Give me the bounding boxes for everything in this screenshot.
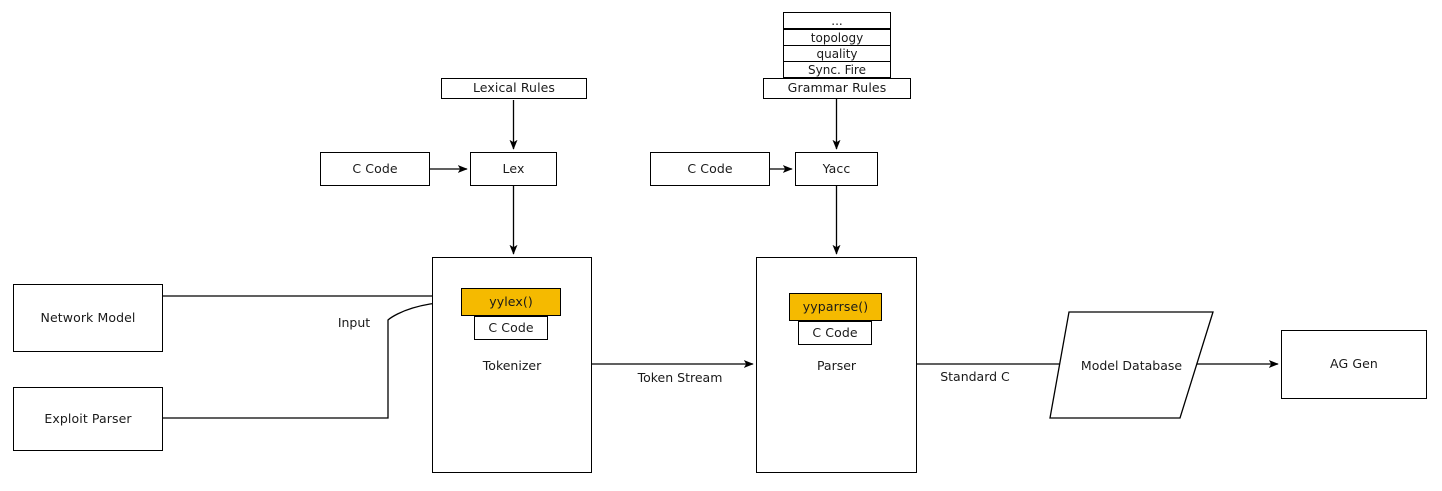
grammar-rules-label: Grammar Rules bbox=[787, 80, 887, 96]
grammar-rules-box: Grammar Rules bbox=[763, 78, 911, 99]
lex-label: Lex bbox=[502, 160, 525, 176]
parser-ccode-label: C Code bbox=[812, 324, 858, 340]
yacc-box: Yacc bbox=[795, 152, 878, 186]
parser-label: Parser bbox=[816, 358, 857, 373]
grammar-stack-item-0: ... bbox=[783, 12, 891, 29]
ag-gen-label: AG Gen bbox=[1330, 356, 1378, 372]
lexical-rules-box: Lexical Rules bbox=[441, 78, 587, 99]
parser-yyparse-box[interactable]: yyparrse() bbox=[789, 293, 882, 321]
grammar-stack-item-label: Sync. Fire bbox=[808, 62, 866, 77]
network-model-label: Network Model bbox=[40, 309, 136, 325]
tokenizer-ccode-box: C Code bbox=[474, 316, 548, 340]
parser-ccode-box: C Code bbox=[798, 321, 872, 345]
c-code-yacc-box: C Code bbox=[650, 152, 770, 186]
tokenizer-label: Tokenizer bbox=[482, 358, 542, 373]
exploit-parser-box: Exploit Parser bbox=[13, 387, 163, 451]
grammar-stack-item-1: topology bbox=[783, 29, 891, 46]
network-model-box: Network Model bbox=[13, 284, 163, 352]
model-database-label: Model Database bbox=[1080, 358, 1183, 373]
grammar-stack-item-label: quality bbox=[816, 46, 858, 61]
lexical-rules-label: Lexical Rules bbox=[472, 80, 556, 96]
grammar-stack-item-label: topology bbox=[810, 30, 864, 45]
edge-label-standard-c: Standard C bbox=[940, 369, 1010, 384]
ag-gen-box: AG Gen bbox=[1281, 330, 1427, 399]
lex-box: Lex bbox=[470, 152, 557, 186]
c-code-lex-box: C Code bbox=[320, 152, 430, 186]
c-code-yacc-label: C Code bbox=[687, 160, 733, 176]
grammar-stack-item-2: quality bbox=[783, 45, 891, 62]
yacc-label: Yacc bbox=[822, 160, 851, 176]
parser-yyparse-label: yyparrse() bbox=[802, 298, 869, 314]
c-code-lex-label: C Code bbox=[352, 160, 398, 176]
tokenizer-ccode-label: C Code bbox=[488, 319, 534, 335]
tokenizer-yylex-box[interactable]: yylex() bbox=[461, 288, 561, 316]
grammar-stack-item-3: Sync. Fire bbox=[783, 61, 891, 78]
edge-label-input: Input bbox=[337, 315, 371, 330]
exploit-parser-label: Exploit Parser bbox=[44, 410, 132, 426]
edge-label-token-stream: Token Stream bbox=[637, 370, 723, 385]
grammar-stack-item-label: ... bbox=[831, 13, 843, 28]
tokenizer-yylex-label: yylex() bbox=[489, 293, 533, 309]
